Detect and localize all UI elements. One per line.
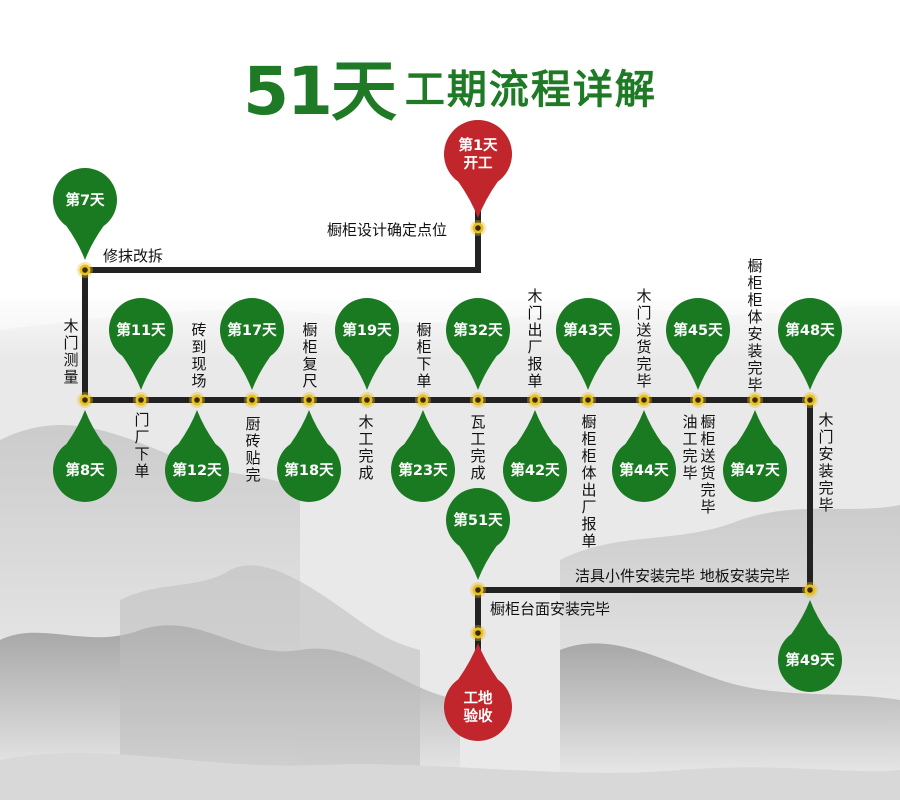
junction-dot bbox=[77, 392, 93, 408]
drop-marker-icon bbox=[503, 410, 567, 502]
pin-d12: 第12天 bbox=[165, 410, 229, 502]
drop-marker-icon bbox=[778, 298, 842, 390]
pin-d51: 第51天 bbox=[446, 488, 510, 580]
pin-d44: 第44天 bbox=[612, 410, 676, 502]
pin-label: 第47天 bbox=[730, 461, 780, 479]
label-cabinet-remeasure: 橱柜复尺 bbox=[301, 322, 319, 390]
label-cabinet-ship: 橱柜柜体出厂报单 bbox=[580, 414, 598, 550]
pin-label: 第17天 bbox=[227, 321, 277, 339]
junction-dot bbox=[244, 392, 260, 408]
pin-label: 第19天 bbox=[342, 321, 392, 339]
junction-dot bbox=[802, 582, 818, 598]
drop-marker-icon bbox=[53, 410, 117, 502]
label-carpentry-done: 木工完成 bbox=[357, 414, 375, 482]
label-tiles-arrive: 砖到现场 bbox=[190, 322, 208, 390]
pin-label: 第48天 bbox=[785, 321, 835, 339]
pin-d47: 第47天 bbox=[723, 410, 787, 502]
label-fixtures-floor: 洁具小件安装完毕 地板安装完毕 bbox=[575, 567, 790, 585]
pin-d32: 第32天 bbox=[446, 298, 510, 390]
label-countertop: 橱柜台面安装完毕 bbox=[490, 600, 610, 618]
pin-label: 第44天 bbox=[619, 461, 669, 479]
junction-dot bbox=[359, 392, 375, 408]
drop-marker-icon bbox=[391, 410, 455, 502]
pin-d49: 第49天 bbox=[778, 600, 842, 692]
drop-marker-icon bbox=[723, 410, 787, 502]
pin-d42: 第42天 bbox=[503, 410, 567, 502]
junction-dot bbox=[77, 262, 93, 278]
label-tiling-done: 瓦工完成 bbox=[469, 414, 487, 482]
pin-d18: 第18天 bbox=[277, 410, 341, 502]
pin-d8: 第8天 bbox=[53, 410, 117, 502]
label-door-installed: 木门安装完毕 bbox=[817, 412, 835, 514]
pin-label: 工地 bbox=[464, 689, 493, 707]
pin-label: 第1天 bbox=[458, 136, 498, 154]
label-door-measure: 木门测量 bbox=[62, 318, 80, 386]
label-door-order: 门厂下单 bbox=[133, 412, 151, 480]
pin-label: 第42天 bbox=[510, 461, 560, 479]
pin-label: 第18天 bbox=[284, 461, 334, 479]
junction-dot bbox=[415, 392, 431, 408]
label-cabinet-design: 橱柜设计确定点位 bbox=[327, 221, 447, 239]
pin-label: 验收 bbox=[464, 707, 493, 725]
junction-dot bbox=[470, 392, 486, 408]
pin-label: 第45天 bbox=[673, 321, 723, 339]
pin-label: 开工 bbox=[464, 155, 493, 172]
pin-d11: 第11天 bbox=[109, 298, 173, 390]
pin-label: 第23天 bbox=[398, 461, 448, 479]
junction-dot bbox=[470, 220, 486, 236]
drop-marker-icon bbox=[165, 410, 229, 502]
junction-dot bbox=[301, 392, 317, 408]
drop-marker-icon bbox=[446, 488, 510, 580]
pin-label: 第7天 bbox=[65, 191, 105, 209]
pin-label: 第32天 bbox=[453, 321, 503, 339]
label-kitchen-tiles: 厨砖贴完 bbox=[244, 416, 262, 484]
drop-marker-icon bbox=[556, 298, 620, 390]
junction-dot bbox=[580, 392, 596, 408]
drop-marker-icon bbox=[277, 410, 341, 502]
label-cabinet-delivered: 橱柜送货完毕 bbox=[699, 414, 717, 516]
pin-d1: 第1天开工 bbox=[444, 120, 512, 218]
drop-marker-icon bbox=[220, 298, 284, 390]
drop-marker-icon bbox=[109, 298, 173, 390]
drop-marker-icon bbox=[335, 298, 399, 390]
junction-dot bbox=[470, 582, 486, 598]
pin-label: 第43天 bbox=[563, 321, 613, 339]
pin-label: 第12天 bbox=[172, 461, 222, 479]
junction-dot bbox=[690, 392, 706, 408]
label-cabinet-installed: 橱柜柜体安装完毕 bbox=[746, 258, 764, 394]
pin-label: 第11天 bbox=[116, 321, 166, 339]
junction-dot bbox=[470, 625, 486, 641]
pin-label: 第51天 bbox=[453, 511, 503, 529]
pin-d48: 第48天 bbox=[778, 298, 842, 390]
pin-label: 第8天 bbox=[65, 461, 105, 479]
junction-dot bbox=[802, 392, 818, 408]
junction-dot bbox=[636, 392, 652, 408]
junction-dot bbox=[133, 392, 149, 408]
pin-d19: 第19天 bbox=[335, 298, 399, 390]
junction-dot bbox=[189, 392, 205, 408]
pin-label: 第49天 bbox=[785, 651, 835, 669]
label-cabinet-order: 橱柜下单 bbox=[415, 322, 433, 390]
drop-marker-icon bbox=[666, 298, 730, 390]
pin-d43: 第43天 bbox=[556, 298, 620, 390]
junction-dot bbox=[747, 392, 763, 408]
junction-dot bbox=[527, 392, 543, 408]
drop-marker-icon bbox=[446, 298, 510, 390]
label-door-ship: 木门出厂报单 bbox=[526, 288, 544, 390]
pin-d45: 第45天 bbox=[666, 298, 730, 390]
drop-marker-icon bbox=[612, 410, 676, 502]
drop-marker-icon bbox=[778, 600, 842, 692]
label-demolish: 修抹改拆 bbox=[103, 247, 163, 265]
label-door-delivered: 木门送货完毕 bbox=[635, 288, 653, 390]
pin-d23: 第23天 bbox=[391, 410, 455, 502]
label-painting-done: 油工完毕 bbox=[681, 414, 699, 482]
pin-d17: 第17天 bbox=[220, 298, 284, 390]
